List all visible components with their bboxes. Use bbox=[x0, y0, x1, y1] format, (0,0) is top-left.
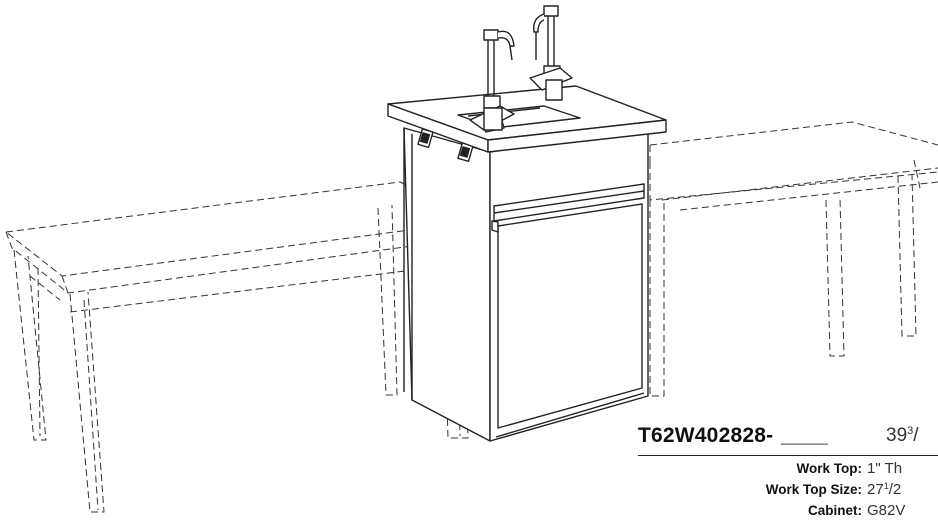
spec-value-main: 27 bbox=[867, 481, 884, 498]
model-suffix: ____ bbox=[781, 424, 828, 447]
right-phantom-table bbox=[649, 121, 938, 397]
spec-value: 1" Th bbox=[867, 460, 902, 477]
spec-value-rest: /2 bbox=[888, 481, 902, 498]
spec-value: G82V bbox=[867, 502, 905, 519]
model-number: T62W402828- bbox=[638, 424, 774, 447]
work-top bbox=[387, 85, 667, 153]
model-dimension-rest: / bbox=[913, 425, 919, 446]
model-dimension-whole: 39 bbox=[886, 425, 908, 446]
spec-row-work-top: Work Top: 1" Th bbox=[638, 460, 938, 481]
spec-row-work-top-size: Work Top Size: 271/2 bbox=[638, 481, 938, 502]
spec-label: Cabinet: bbox=[808, 503, 862, 518]
spec-label: Work Top Size: bbox=[765, 482, 862, 497]
spec-value-sup: 1 bbox=[883, 481, 889, 491]
spec-value-main: G82V bbox=[867, 502, 906, 519]
faucet-left bbox=[469, 29, 515, 133]
model-dimension-sup: 3 bbox=[907, 425, 914, 437]
spec-value-main: 1" Th bbox=[867, 460, 903, 477]
spec-value: 271/2 bbox=[867, 481, 901, 498]
spec-divider bbox=[638, 455, 938, 456]
faucet-right bbox=[529, 5, 573, 101]
sink-cabinet bbox=[403, 125, 649, 442]
spec-label: Work Top: bbox=[796, 461, 863, 476]
spec-row-cabinet: Cabinet: G82V bbox=[638, 502, 938, 520]
model-dimension: 393/ bbox=[886, 425, 919, 447]
product-spec-block: T62W402828- ____ 393/ Work Top: 1" Th Wo… bbox=[638, 420, 938, 520]
